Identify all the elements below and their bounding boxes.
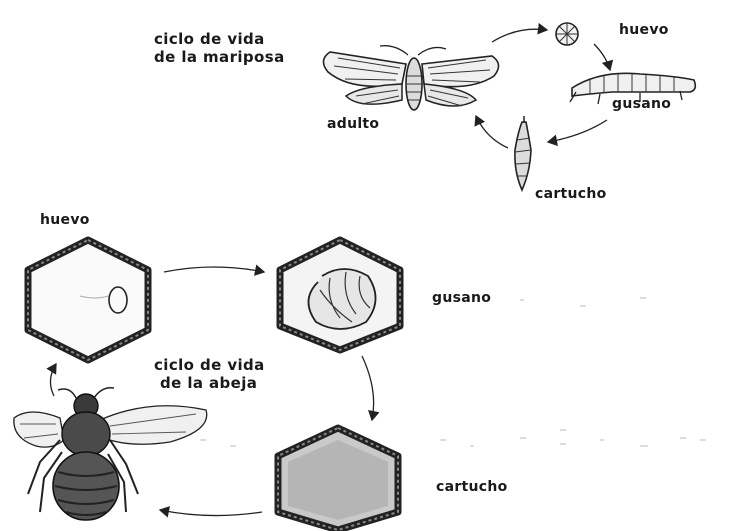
bee-title-line2: de la abeja — [154, 374, 265, 392]
bee-larva-label: gusano — [432, 290, 491, 306]
butterfly-pupa-label: cartucho — [535, 186, 607, 202]
bee-larva-cell-illustration — [280, 240, 400, 350]
bee-pupa-cell-illustration — [278, 428, 398, 530]
scan-noise — [200, 298, 706, 446]
butterfly-larva-label: gusano — [612, 96, 671, 112]
moth-egg-illustration — [556, 23, 578, 45]
butterfly-title-line2: de la mariposa — [154, 48, 285, 66]
moth-adult-illustration — [323, 46, 498, 110]
butterfly-egg-label: huevo — [619, 22, 669, 38]
bee-pupa-label: cartucho — [436, 479, 508, 495]
butterfly-adult-label: adulto — [327, 116, 379, 132]
chrysalis-illustration — [515, 116, 531, 190]
butterfly-cycle-title: ciclo de vida de la mariposa — [154, 30, 285, 66]
bee-egg-label: huevo — [40, 212, 90, 228]
bee-adult-illustration — [14, 388, 207, 520]
bee-egg-cell-illustration — [28, 240, 148, 360]
butterfly-title-line1: ciclo de vida — [154, 30, 285, 48]
bee-cycle-title: ciclo de vida de la abeja — [154, 356, 265, 392]
bee-title-line1: ciclo de vida — [154, 356, 265, 374]
